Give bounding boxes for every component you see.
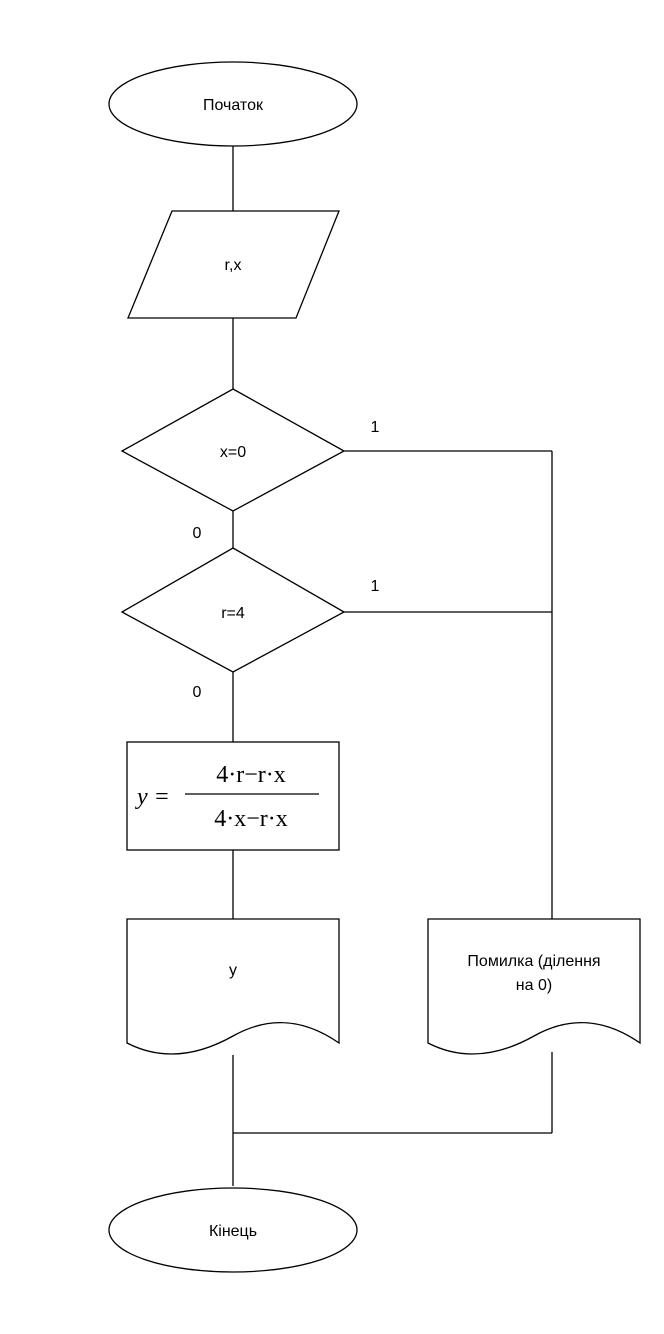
formula-box <box>126 741 340 851</box>
decision-x: x=0 1 0 <box>120 388 380 542</box>
decision-x-diamond <box>120 388 346 512</box>
formula-denominator: 4·x−r·x <box>214 806 288 832</box>
input-label: r,x <box>225 257 242 274</box>
start-terminal: Початок <box>108 61 358 147</box>
formula-lhs: y = <box>135 784 170 810</box>
input-block: r,x <box>127 210 340 319</box>
decision-x-yes-label: 1 <box>371 419 380 436</box>
error-block: Помилка (ділення на 0) <box>427 918 641 1055</box>
output-label: y <box>229 962 237 979</box>
end-label: Кінець <box>209 1223 257 1240</box>
decision-r-yes-label: 1 <box>371 578 380 595</box>
decision-r: r=4 1 0 <box>120 547 380 701</box>
formula-block: y = 4·r−r·x 4·x−r·x <box>126 741 340 851</box>
connectors <box>232 146 553 1186</box>
end-ellipse <box>108 1187 358 1273</box>
input-parallelogram <box>127 210 340 319</box>
decision-r-diamond <box>120 547 346 673</box>
output-document <box>126 918 340 1055</box>
error-document <box>427 918 641 1055</box>
start-ellipse <box>108 61 358 147</box>
output-block: y <box>126 918 340 1055</box>
decision-x-label: x=0 <box>220 444 246 461</box>
start-label: Початок <box>203 97 264 114</box>
decision-r-no-label: 0 <box>193 684 202 701</box>
decision-r-label: r=4 <box>221 605 245 622</box>
error-label-line2: на 0) <box>516 977 552 994</box>
error-label-line1: Помилка (ділення <box>467 953 600 970</box>
decision-x-no-label: 0 <box>193 525 202 542</box>
end-terminal: Кінець <box>108 1187 358 1273</box>
formula-numerator: 4·r−r·x <box>216 762 286 788</box>
